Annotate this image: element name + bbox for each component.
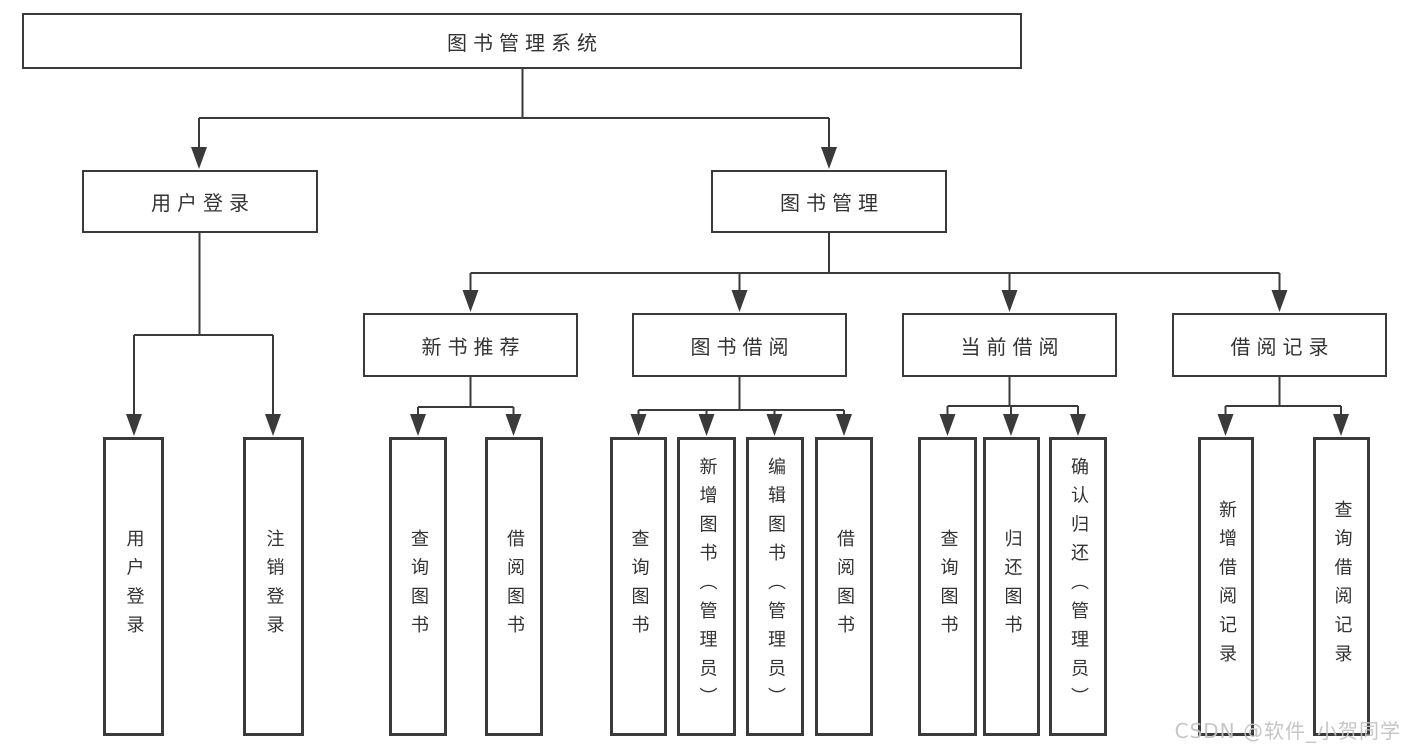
node-label: 新增图书（管理员）: [696, 456, 718, 717]
node-label: 查询图书: [628, 528, 650, 645]
leaf-query-books-recommend: 查询图书: [389, 437, 447, 736]
node-current-borrow: 当前借阅: [902, 313, 1117, 377]
leaf-borrow-books-recommend: 借阅图书: [485, 437, 543, 736]
connector-book-management-to-level3: [462, 233, 1288, 312]
leaf-query-books-borrow: 查询图书: [610, 437, 667, 736]
leaf-confirm-return-admin: 确认归还（管理员）: [1049, 437, 1107, 736]
node-new-book-recommend: 新书推荐: [363, 313, 578, 377]
node-label: 新增借阅记录: [1216, 500, 1237, 673]
connector-book-borrow-to-leaves: [630, 377, 852, 436]
leaf-return-book: 归还图书: [983, 437, 1040, 736]
leaf-add-borrow-record: 新增借阅记录: [1198, 437, 1254, 736]
csdn-watermark: CSDN @软件_小贺同学: [1174, 719, 1401, 743]
node-label: 图书管理系统: [447, 30, 603, 55]
node-borrow-records: 借阅记录: [1172, 313, 1387, 377]
node-label: 当前借阅: [960, 334, 1065, 359]
node-label: 借阅记录: [1230, 334, 1335, 359]
node-label: 归还图书: [1001, 528, 1023, 645]
leaf-logout: 注销登录: [243, 437, 304, 736]
connector-current-borrow-to-leaves: [939, 377, 1086, 436]
root-node: 图书管理系统: [22, 13, 1022, 69]
node-label: 借阅图书: [504, 528, 525, 645]
node-label: 确认归还（管理员）: [1068, 456, 1089, 717]
node-user-login: 用户登录: [82, 170, 318, 233]
node-label: 图书借阅: [690, 334, 795, 359]
node-label: 查询图书: [408, 528, 429, 645]
node-label: 编辑图书（管理员）: [765, 456, 786, 717]
leaf-user-login: 用户登录: [103, 437, 164, 736]
node-label: 用户登录: [123, 528, 145, 645]
node-label: 新书推荐: [421, 334, 526, 359]
node-label: 借阅图书: [834, 528, 855, 645]
node-label: 查询借阅记录: [1331, 500, 1353, 673]
leaf-borrow-books: 借阅图书: [815, 437, 873, 736]
node-book-borrow: 图书借阅: [632, 313, 847, 377]
node-label: 图书管理: [780, 191, 884, 215]
node-label: 查询图书: [937, 528, 959, 645]
leaf-add-book-admin: 新增图书（管理员）: [677, 437, 736, 736]
leaf-query-books-current: 查询图书: [918, 437, 977, 736]
leaf-edit-book-admin: 编辑图书（管理员）: [746, 437, 804, 736]
connector-borrow-records-to-leaves: [1217, 377, 1349, 436]
leaf-query-borrow-record: 查询借阅记录: [1313, 437, 1370, 736]
connector-root-to-level2: [191, 69, 837, 169]
connector-user-login-to-leaves: [126, 233, 281, 436]
node-book-management: 图书管理: [711, 170, 947, 233]
node-label: 用户登录: [151, 191, 255, 215]
node-label: 注销登录: [263, 528, 285, 645]
connector-new-book-to-leaves: [410, 377, 522, 436]
